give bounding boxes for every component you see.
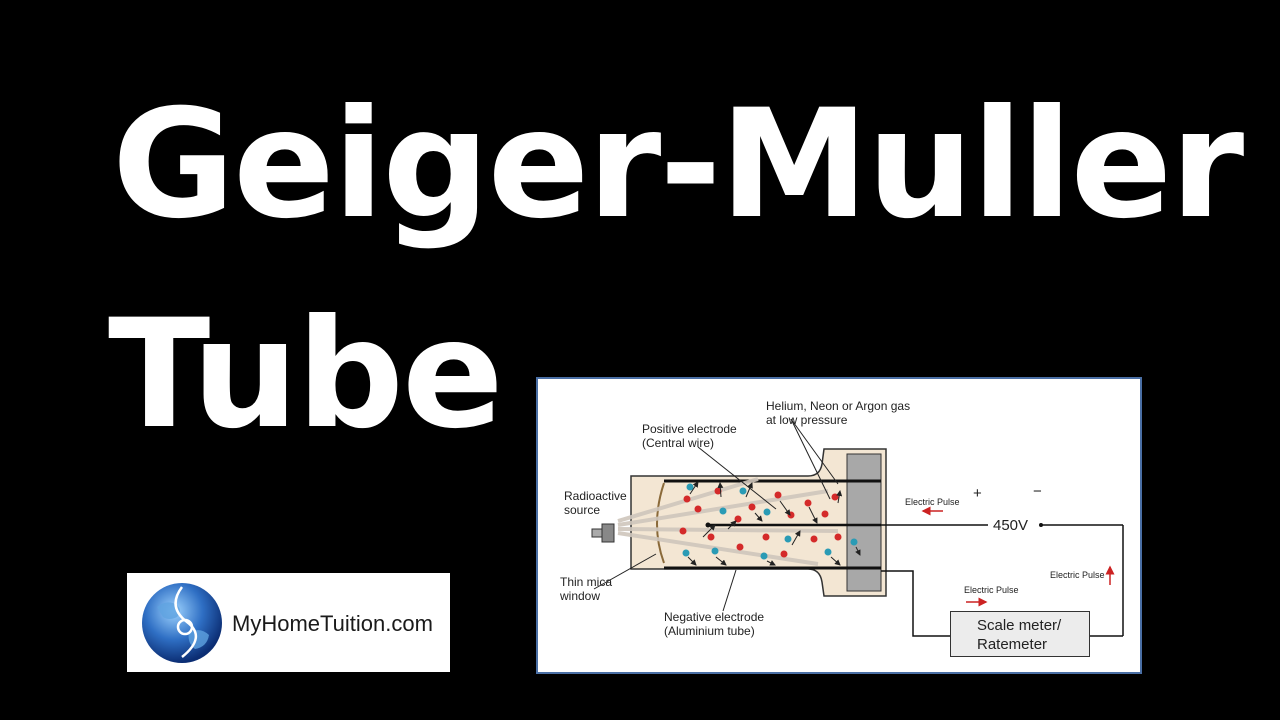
ion-arrows bbox=[687, 481, 861, 566]
title-line-2: Tube bbox=[108, 288, 504, 462]
scale-meter-box: Scale meter/ Ratemeter bbox=[950, 611, 1090, 657]
positive-electrode-label-1: Positive electrode bbox=[642, 422, 737, 436]
title-line-1: Geiger-Muller bbox=[112, 78, 1244, 252]
diagram-drawing bbox=[591, 418, 1124, 637]
minus-sign: − bbox=[1033, 483, 1042, 500]
pointer-lines bbox=[593, 418, 839, 612]
negative-electrode-label-1: Negative electrode bbox=[664, 610, 765, 624]
meter-label-2: Ratemeter bbox=[977, 636, 1048, 653]
mica-window-label-1: Thin mica bbox=[560, 575, 613, 589]
globe-icon bbox=[142, 583, 222, 663]
source-label-2: source bbox=[564, 503, 601, 517]
meter-label-1: Scale meter/ bbox=[977, 617, 1062, 634]
negative-electrode-label-2: (Aluminium tube) bbox=[664, 624, 755, 638]
circuit-wires bbox=[881, 524, 1124, 637]
mica-window bbox=[656, 482, 665, 564]
mica-window-label-2: window bbox=[560, 589, 601, 603]
gas-label-1: Helium, Neon or Argon gas bbox=[766, 399, 911, 413]
radioactive-source bbox=[601, 523, 615, 543]
positive-ions bbox=[679, 487, 842, 558]
logo: MyHomeTuition.com bbox=[127, 573, 450, 672]
geiger-tube-diagram: Helium, Neon or Argon gas at low pressur… bbox=[536, 377, 1142, 674]
positive-electrode-label-2: (Central wire) bbox=[642, 436, 715, 450]
source-label-1: Radioactive bbox=[564, 489, 627, 503]
end-cap bbox=[846, 453, 882, 592]
electrons bbox=[682, 483, 858, 560]
voltage-label: 450V bbox=[993, 517, 1029, 534]
pulse-label-top: Electric Pulse bbox=[905, 497, 960, 507]
plus-sign: + bbox=[973, 485, 982, 502]
pulse-label-right: Electric Pulse bbox=[1050, 570, 1105, 580]
gas-label-2: at low pressure bbox=[766, 413, 848, 427]
pulse-label-bottom: Electric Pulse bbox=[964, 585, 1019, 595]
logo-text: MyHomeTuition.com bbox=[232, 611, 433, 636]
